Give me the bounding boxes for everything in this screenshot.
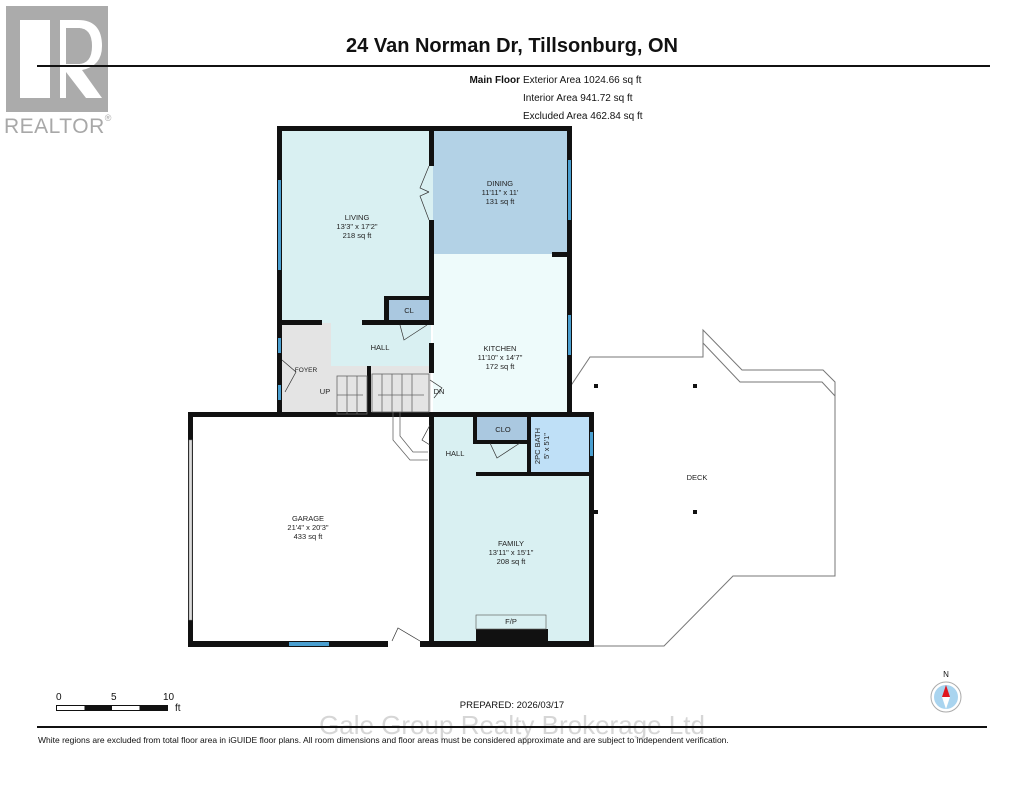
svg-text:208 sq ft: 208 sq ft <box>497 557 527 566</box>
upper-hall-label: HALL <box>371 343 390 352</box>
svg-text:131 sq ft: 131 sq ft <box>486 197 516 206</box>
svg-text:172 sq ft: 172 sq ft <box>486 362 516 371</box>
kitchen-room <box>433 254 567 413</box>
realtor-wordmark: REALTOR® <box>4 113 112 138</box>
garage-label: GARAGE <box>292 514 324 523</box>
fireplace <box>475 614 547 630</box>
deck-outline <box>567 328 836 647</box>
kitchen-label: KITCHEN <box>484 344 517 353</box>
realtor-r-logo-icon <box>6 6 108 112</box>
compass-icon: N <box>928 670 964 720</box>
cl-closet <box>387 299 431 323</box>
floor-name: Main Floor <box>469 75 520 86</box>
svg-text:5' x 5'1": 5' x 5'1" <box>542 433 551 459</box>
svg-text:21'4" x 20'3": 21'4" x 20'3" <box>287 523 328 532</box>
brokerage-watermark: Gale Group Realty Brokerage Ltd <box>319 710 705 740</box>
header-divider <box>37 65 990 67</box>
deck-label: DECK <box>687 473 708 482</box>
foyer-label: FOYER <box>295 367 318 374</box>
door-swings <box>281 165 521 642</box>
stairs-area <box>331 366 431 413</box>
windows <box>278 160 593 646</box>
clo-label: CLO <box>495 425 511 434</box>
garage-room <box>193 416 430 641</box>
svg-text:13'11" x 15'1": 13'11" x 15'1" <box>489 548 534 557</box>
svg-text:433 sq ft: 433 sq ft <box>294 532 324 541</box>
foyer <box>281 323 331 413</box>
living-room <box>281 130 433 323</box>
fp-label: F/P <box>505 617 517 626</box>
stairs <box>336 373 430 461</box>
cl-label: CL <box>404 306 414 315</box>
living-label: LIVING <box>345 213 370 222</box>
bath-label: 2PC BATH <box>533 428 542 464</box>
disclaimer-text: White regions are excluded from total fl… <box>38 735 729 745</box>
interior-area: Interior Area 941.72 sq ft <box>523 93 633 104</box>
svg-text:13'3" x 17'2": 13'3" x 17'2" <box>336 222 377 231</box>
walls <box>188 126 594 647</box>
svg-text:11'10" x 14'7": 11'10" x 14'7" <box>478 353 523 362</box>
garage-door <box>188 439 193 621</box>
excluded-area: Excluded Area 462.84 sq ft <box>523 111 643 122</box>
clo-closet <box>477 416 527 442</box>
stairs-down-label: DN <box>434 387 445 396</box>
page-title: 24 Van Norman Dr, Tillsonburg, ON <box>346 35 678 57</box>
exterior-area: Exterior Area 1024.66 sq ft <box>523 75 642 86</box>
dining-room <box>433 130 569 254</box>
prepared-date: PREPARED: 2026/03/17 <box>459 700 565 711</box>
deck-posts <box>594 384 697 514</box>
footer-divider <box>37 726 987 728</box>
upper-hall <box>331 323 431 366</box>
stairs-up-label: UP <box>320 387 330 396</box>
bath-room <box>530 416 590 474</box>
dining-label: DINING <box>487 179 513 188</box>
svg-text:218 sq ft: 218 sq ft <box>343 231 373 240</box>
lower-hall-label: HALL <box>446 449 465 458</box>
svg-text:11'11" x 11': 11'11" x 11' <box>482 188 519 197</box>
family-label: FAMILY <box>498 539 524 548</box>
